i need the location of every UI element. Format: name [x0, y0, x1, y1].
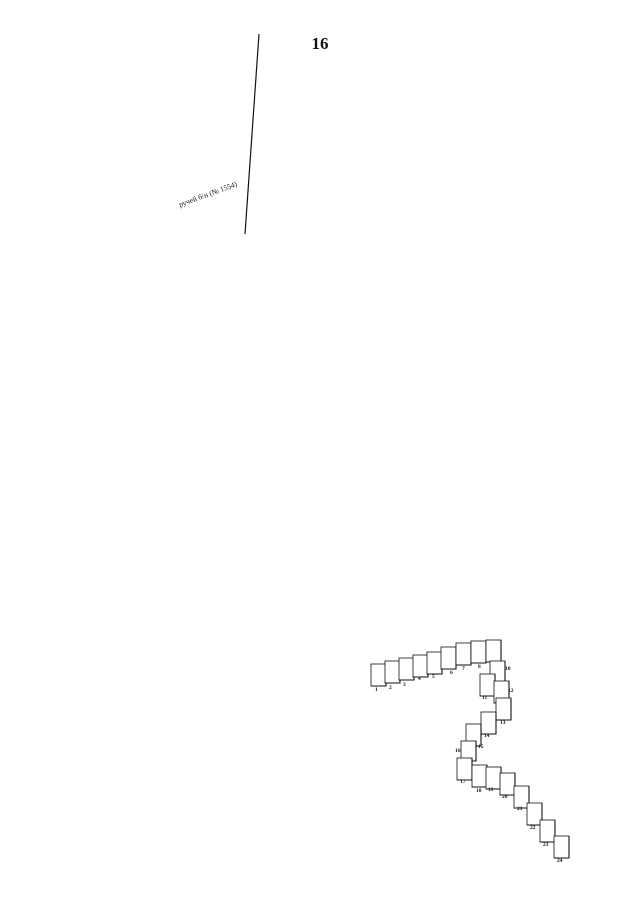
sheet-frame — [480, 711, 497, 735]
sheet-index: 123456789101112131415161718192021222324 — [370, 639, 570, 864]
sheet-number: 18 — [476, 788, 482, 794]
stream-label: ручей б/н (№ 1554) — [178, 179, 239, 209]
sheet-frame — [539, 819, 556, 843]
sheet-number: 20 — [502, 794, 508, 800]
page-number: 16 — [311, 34, 329, 53]
sheet-edge — [481, 712, 497, 735]
sheet-frame — [398, 657, 415, 681]
sheet-number: 6 — [450, 670, 453, 676]
sheet-number: 22 — [530, 825, 536, 831]
sheet-13: 13 — [495, 697, 512, 726]
sheet-number: 3 — [403, 682, 406, 688]
sheet-number: 7 — [462, 666, 465, 672]
sheet-number: 12 — [508, 688, 514, 694]
sheet-frame — [479, 673, 496, 697]
sheet-16: 16 — [455, 740, 477, 762]
sheet-21: 21 — [513, 785, 530, 812]
sheet-frame — [495, 697, 512, 721]
sheet-edge — [554, 836, 570, 859]
sheet-23: 23 — [539, 819, 556, 848]
sheet-22: 22 — [526, 802, 543, 831]
sheet-1: 1 — [370, 663, 387, 693]
sheet-number: 13 — [500, 720, 506, 726]
sheet-number: 21 — [517, 806, 523, 812]
sheet-19: 19 — [485, 766, 502, 793]
sheet-number: 5 — [432, 674, 435, 680]
sheet-frame — [426, 651, 443, 675]
sheet-frame — [456, 757, 473, 781]
sheet-number: 4 — [418, 676, 421, 682]
sheet-11: 11 — [479, 673, 496, 701]
sheet-number: 23 — [543, 842, 549, 848]
sheet-number: 11 — [482, 695, 487, 701]
sheet-frame — [440, 646, 457, 670]
sheet-frame — [470, 640, 487, 664]
sheet-frame — [499, 772, 516, 796]
sheet-17: 17 — [456, 757, 473, 785]
sheet-number: 8 — [478, 664, 481, 670]
sheet-number: 16 — [455, 748, 461, 754]
sheet-edge — [496, 698, 512, 721]
sheet-frame — [485, 639, 502, 663]
sheet-14: 14 — [480, 711, 497, 739]
sheet-8: 8 — [470, 640, 487, 670]
sheet-frame — [370, 663, 387, 687]
sheet-24: 24 — [553, 835, 570, 864]
sheet-3: 3 — [398, 657, 415, 688]
sheet-number: 14 — [484, 733, 490, 739]
sheet-4: 4 — [412, 654, 429, 682]
sheet-frame — [471, 764, 488, 788]
sheet-number: 17 — [460, 779, 466, 785]
sheet-frame — [553, 835, 570, 859]
sheet-5: 5 — [426, 651, 443, 680]
sheet-frame — [485, 766, 502, 790]
sheet-7: 7 — [455, 642, 472, 672]
sheet-number: 1 — [375, 687, 378, 693]
sheet-18: 18 — [471, 764, 488, 794]
sheet-6: 6 — [440, 646, 457, 676]
sheet-number: 15 — [478, 744, 484, 750]
sheet-number: 10 — [505, 666, 511, 672]
sheet-number: 19 — [488, 787, 494, 793]
sheet-number: 2 — [389, 685, 392, 691]
sheet-frame — [455, 642, 472, 666]
sheet-frame — [384, 660, 401, 684]
sheet-frame — [412, 654, 429, 678]
sheet-2: 2 — [384, 660, 401, 691]
sheet-number: 24 — [557, 858, 563, 864]
stream-line — [244, 33, 260, 235]
sheet-20: 20 — [499, 772, 516, 800]
